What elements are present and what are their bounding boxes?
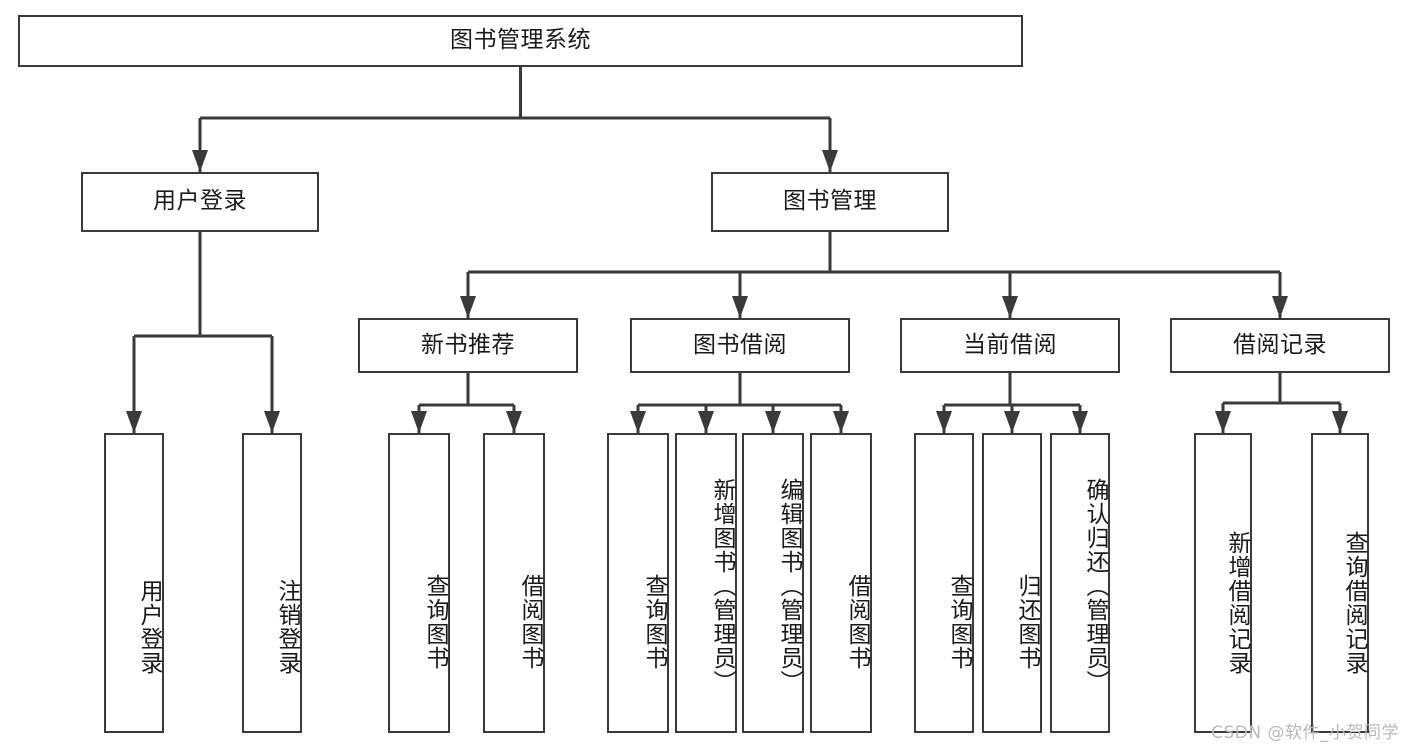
node-leaf-confirm-return[interactable]: 确认归还（管理员） <box>1050 433 1110 733</box>
node-leaf-query-book-2[interactable]: 查询图书 <box>607 433 669 733</box>
node-book-borrow-label: 图书借阅 <box>693 331 787 358</box>
node-root-label: 图书管理系统 <box>450 27 591 54</box>
node-leaf-logout[interactable]: 注销登录 <box>242 433 302 733</box>
node-leaf-query-book-3-label: 查询图书 <box>946 574 972 670</box>
node-user-login-label: 用户登录 <box>153 188 247 215</box>
watermark: CSDN @软件_小贺同学 <box>1211 723 1399 743</box>
node-leaf-add-book-label: 新增图书（管理员） <box>709 478 735 694</box>
node-leaf-query-book-2-label: 查询图书 <box>641 574 667 670</box>
node-leaf-query-record[interactable]: 查询借阅记录 <box>1311 433 1369 733</box>
node-leaf-add-record[interactable]: 新增借阅记录 <box>1194 433 1252 733</box>
node-leaf-borrow-book-1[interactable]: 借阅图书 <box>483 433 545 733</box>
node-user-login[interactable]: 用户登录 <box>81 172 319 232</box>
node-leaf-query-book-1[interactable]: 查询图书 <box>388 433 450 733</box>
node-leaf-query-book-1-label: 查询图书 <box>422 574 448 670</box>
node-leaf-borrow-book-2-label: 借阅图书 <box>844 574 870 670</box>
node-leaf-add-record-label: 新增借阅记录 <box>1224 531 1250 675</box>
node-leaf-query-book-3[interactable]: 查询图书 <box>914 433 974 733</box>
node-leaf-borrow-book-1-label: 借阅图书 <box>517 574 543 670</box>
node-leaf-edit-book[interactable]: 编辑图书（管理员） <box>742 433 804 733</box>
node-current-borrow[interactable]: 当前借阅 <box>900 318 1120 373</box>
node-book-borrow[interactable]: 图书借阅 <box>630 318 850 373</box>
node-new-book-rec[interactable]: 新书推荐 <box>358 318 578 373</box>
node-leaf-user-login-label: 用户登录 <box>136 579 162 675</box>
node-leaf-logout-label: 注销登录 <box>274 579 300 675</box>
node-borrow-record[interactable]: 借阅记录 <box>1170 318 1390 373</box>
node-borrow-record-label: 借阅记录 <box>1233 331 1327 358</box>
node-leaf-add-book[interactable]: 新增图书（管理员） <box>675 433 737 733</box>
node-root[interactable]: 图书管理系统 <box>18 15 1023 67</box>
node-leaf-return-book[interactable]: 归还图书 <box>982 433 1042 733</box>
node-book-manage-label: 图书管理 <box>783 188 877 215</box>
node-leaf-return-book-label: 归还图书 <box>1014 574 1040 670</box>
node-new-book-rec-label: 新书推荐 <box>421 331 515 358</box>
node-book-manage[interactable]: 图书管理 <box>711 172 949 232</box>
node-leaf-borrow-book-2[interactable]: 借阅图书 <box>810 433 872 733</box>
node-current-borrow-label: 当前借阅 <box>963 331 1057 358</box>
node-leaf-confirm-return-label: 确认归还（管理员） <box>1082 478 1108 694</box>
node-leaf-user-login[interactable]: 用户登录 <box>104 433 164 733</box>
node-leaf-query-record-label: 查询借阅记录 <box>1341 531 1367 675</box>
node-leaf-edit-book-label: 编辑图书（管理员） <box>776 478 802 694</box>
